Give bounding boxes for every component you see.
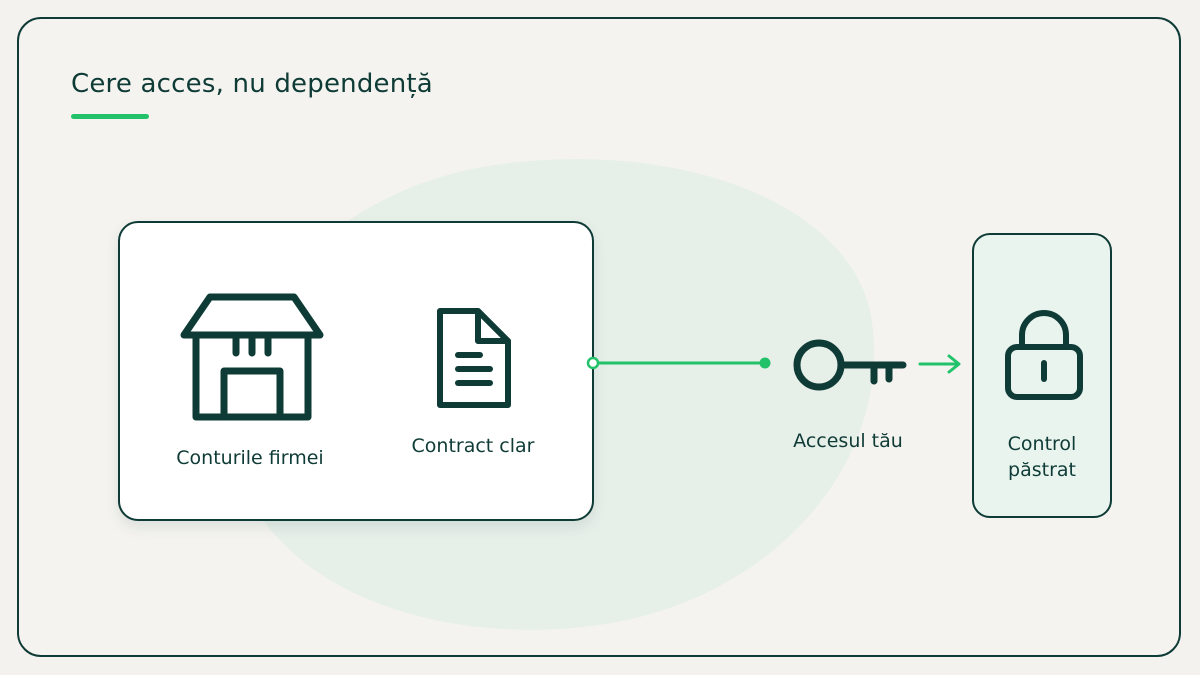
accounts-label: Conturile firmei (176, 447, 324, 469)
control-label-line2: păstrat (1008, 459, 1076, 481)
control-card: Control păstrat (972, 233, 1112, 518)
control-label-line1: Control (1007, 433, 1077, 455)
key-icon (793, 339, 907, 391)
storefront-icon (180, 293, 324, 421)
contract-label: Contract clar (411, 435, 535, 457)
document-icon (437, 308, 511, 408)
lock-icon (1005, 310, 1083, 400)
connector-start-dot (586, 356, 600, 370)
access-label: Accesul tău (793, 430, 903, 452)
page-title: Cere acces, nu dependență (71, 69, 433, 99)
control-label: Control păstrat (974, 431, 1110, 483)
arrow-to-lock (918, 354, 961, 374)
accounts-item: Conturile firmei (160, 293, 340, 469)
contract-item: Contract clar (388, 307, 558, 457)
title-underline (71, 114, 149, 119)
connector-end-dot (759, 357, 771, 369)
company-card: Conturile firmei Contract clar (118, 221, 594, 521)
